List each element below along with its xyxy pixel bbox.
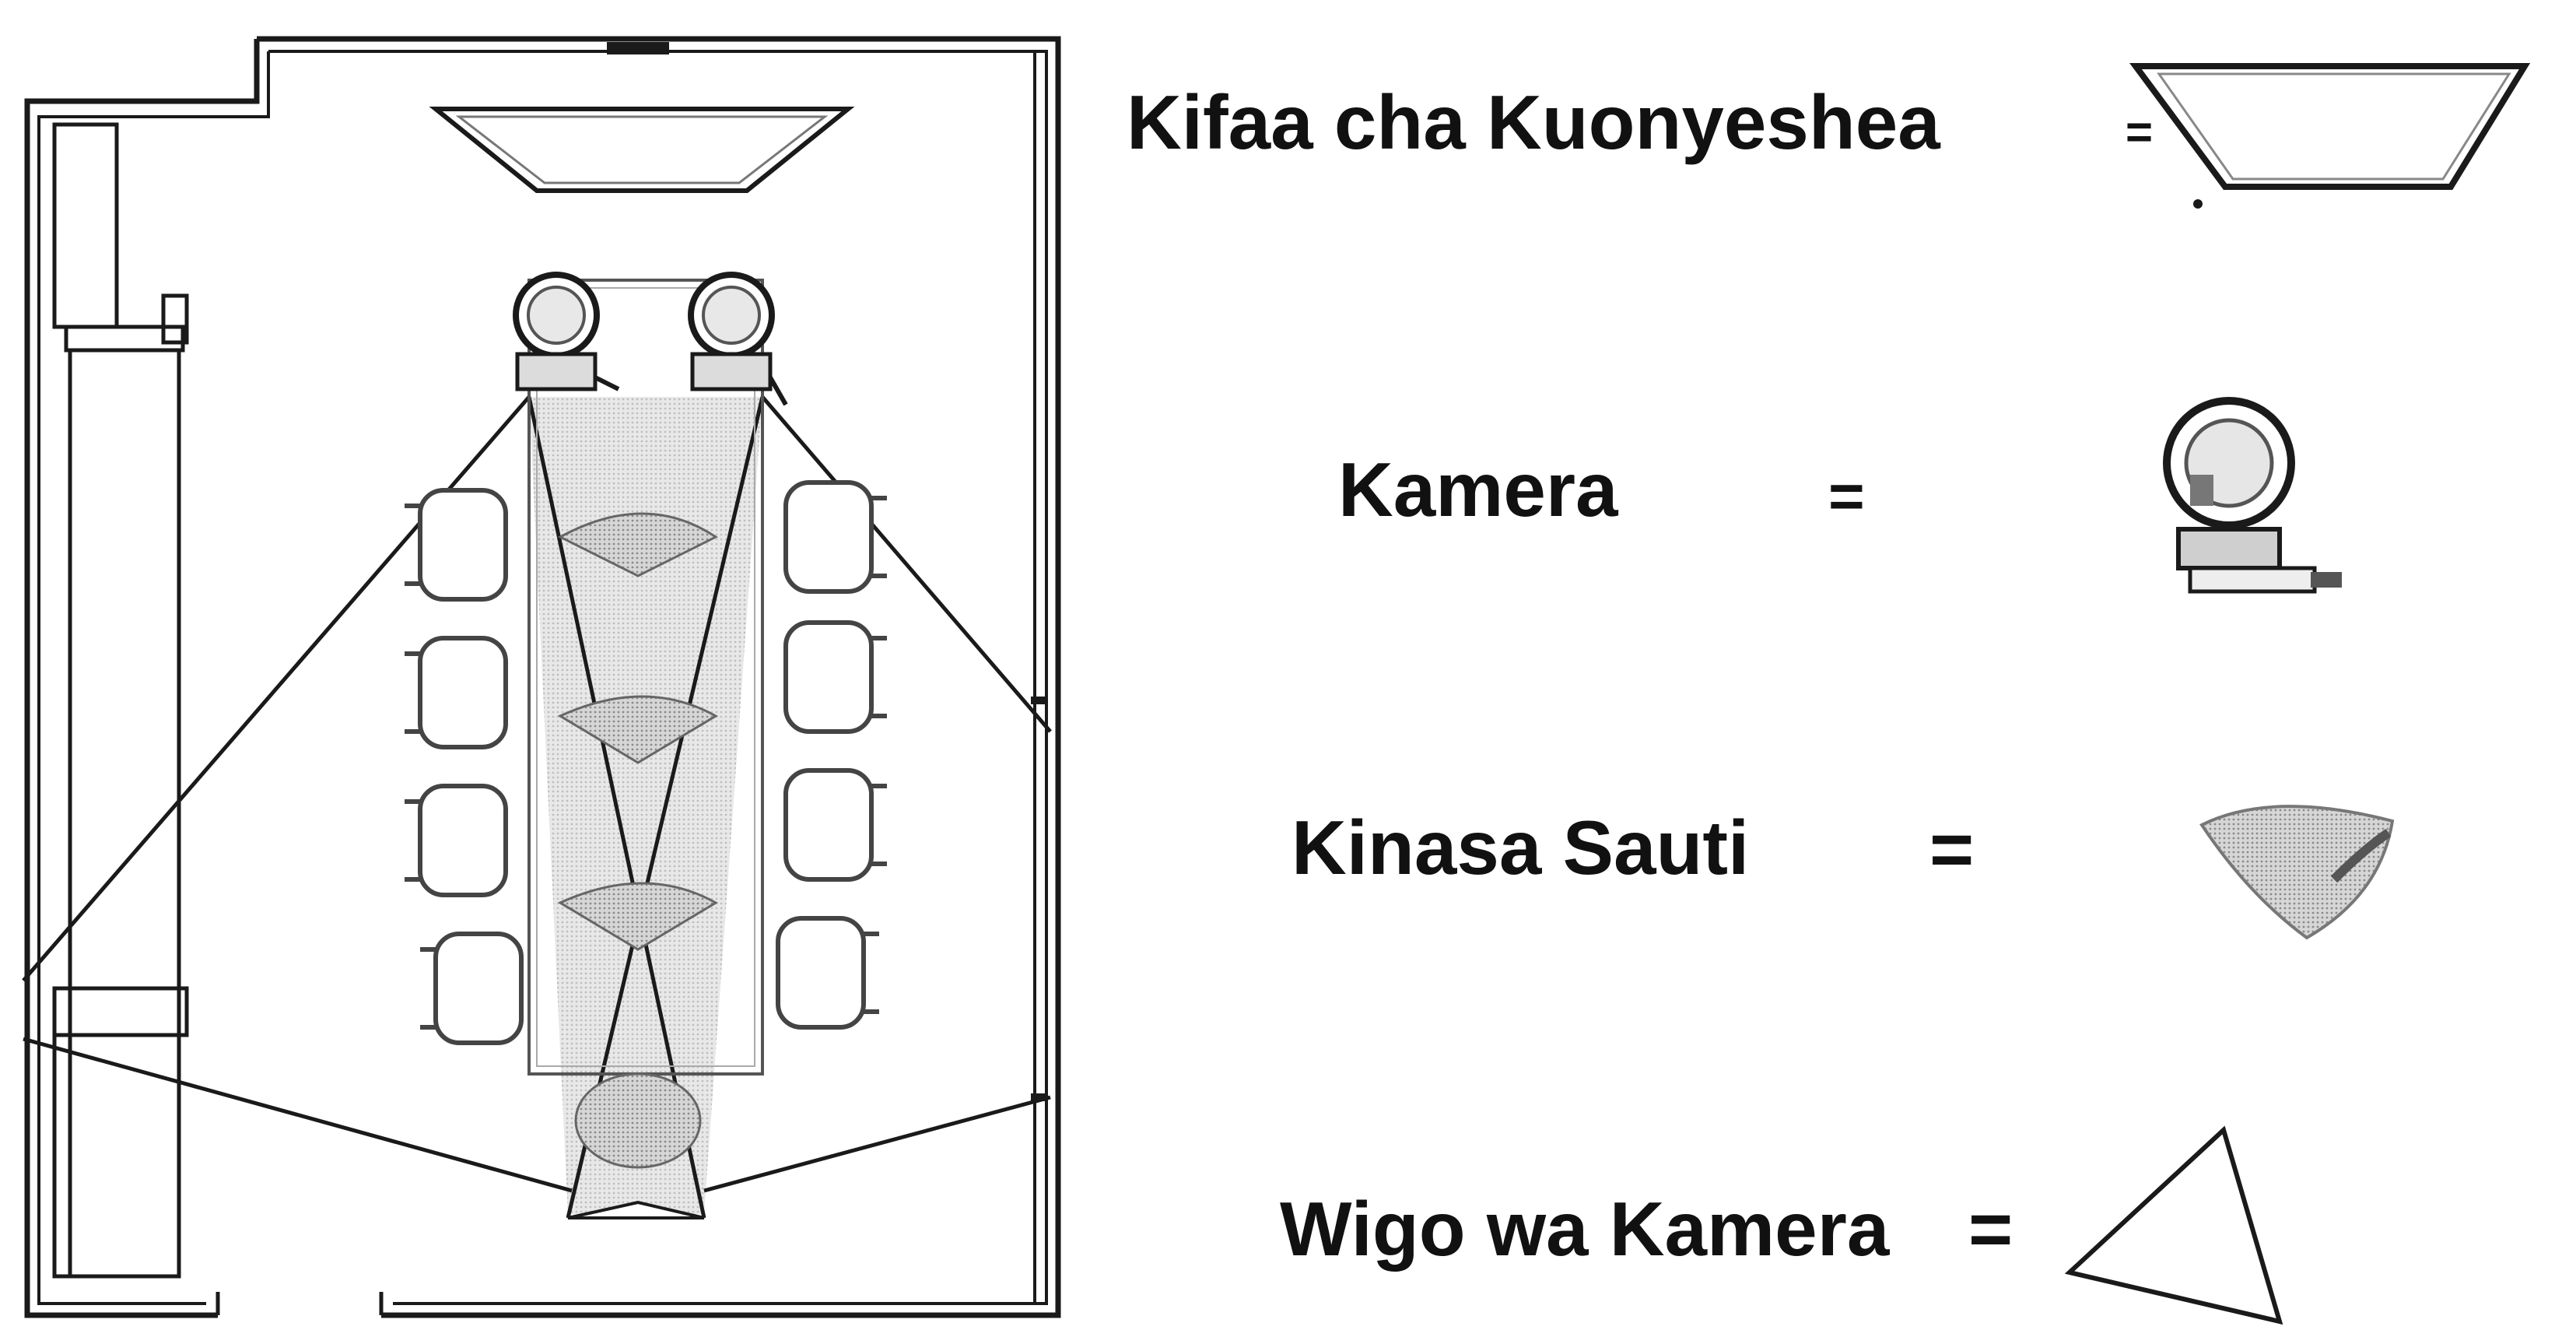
doorway — [216, 1292, 384, 1315]
legend-camera-equals: = — [1828, 461, 1865, 531]
camera-left-icon — [513, 272, 620, 391]
room-cameras — [513, 272, 788, 406]
left-partition — [52, 122, 189, 1279]
legend-display-label: Kifaa cha Kuonyeshea — [1127, 79, 1940, 165]
chairs-right — [776, 480, 887, 1030]
room-walls — [24, 36, 1061, 1318]
camera-range-triangles — [22, 395, 1052, 1219]
legend-camera-label: Kamera — [1338, 447, 1618, 532]
microphone-icon — [2199, 805, 2395, 940]
room-display-screen-icon — [429, 107, 855, 193]
legend-camera-range-equals: = — [1968, 1186, 2013, 1272]
camera-range-triangle-icon — [2064, 1125, 2283, 1325]
camera-right-icon — [688, 272, 788, 406]
display-screen-icon — [2129, 63, 2531, 209]
legend-camera-range-label: Wigo wa Kamera — [1280, 1186, 1890, 1272]
table-microphones — [557, 512, 718, 1169]
camera-icon — [2163, 397, 2342, 594]
legend-microphone-label: Kinasa Sauti — [1292, 805, 1750, 890]
legend-display-equals: = — [2126, 106, 2154, 158]
chairs-left — [405, 488, 524, 1045]
legend-microphone-equals: = — [1929, 806, 1975, 892]
